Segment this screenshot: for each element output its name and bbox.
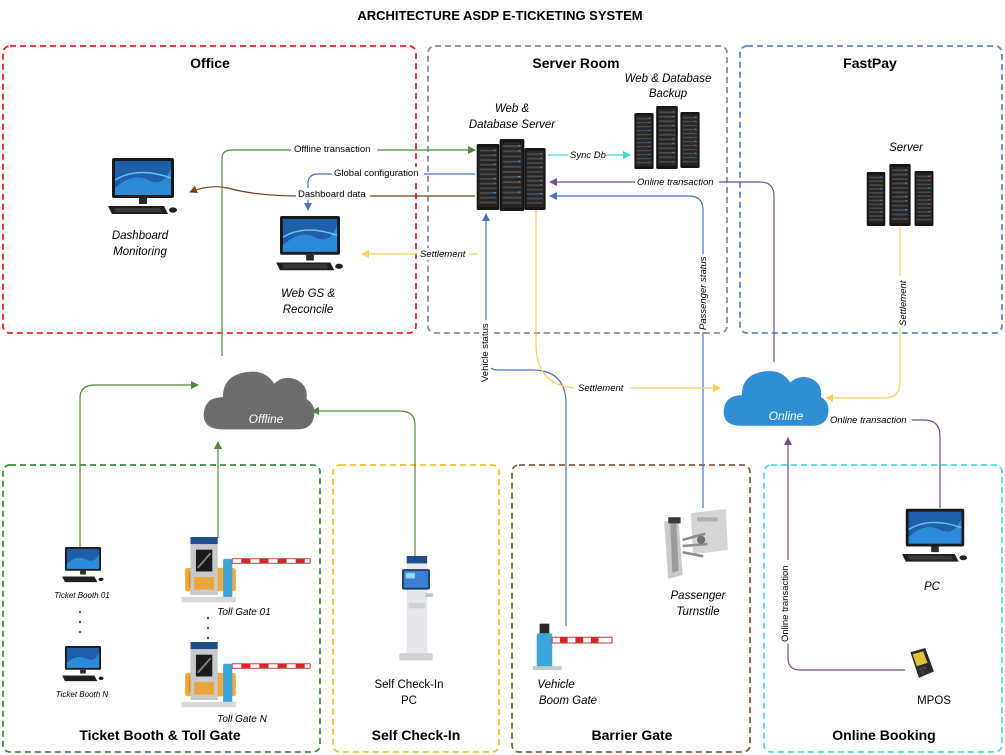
label-online-transaction-server: Online transaction: [637, 177, 714, 188]
diagram-title: ARCHITECTURE ASDP E-TICKETING SYSTEM: [357, 8, 642, 23]
dashboard-monitoring: Dashboard Monitoring: [108, 158, 178, 258]
edge-vehicle-status: [482, 213, 567, 626]
label-ticket-booth-n: Ticket Booth N: [56, 690, 109, 699]
zone-barrier-gate: Barrier Gate: [511, 464, 751, 753]
edge-offline-transaction: [221, 146, 476, 356]
vehicle-boom-gate: Vehicle Boom Gate: [532, 623, 613, 707]
edge-settlement-online: [532, 205, 721, 392]
label-self-checkin-1: Self Check-In: [374, 679, 443, 691]
label-web-db-backup-2: Backup: [649, 88, 688, 100]
label-boom-gate-2: Boom Gate: [539, 695, 597, 707]
kiosk-icon: [399, 556, 433, 661]
label-web-db-server-2: Database Server: [469, 119, 556, 131]
web-gs-reconcile: Web GS & Reconcile: [276, 216, 344, 316]
label-settlement-office: Settlement: [420, 249, 466, 260]
edge-dashboard-data: [189, 185, 475, 197]
edge-settlement-fastpay: [825, 219, 904, 402]
label-online-cloud: Online: [769, 409, 804, 423]
label-passenger-status: Passenger status: [698, 256, 709, 330]
label-turnstile-1: Passenger: [671, 590, 727, 602]
label-mpos: MPOS: [917, 695, 951, 707]
passenger-turnstile: Passenger Turnstile: [662, 508, 730, 618]
edge-online-transaction-server: [549, 178, 775, 362]
web-database-backup: Web & Database Backup: [625, 73, 712, 169]
label-turnstile-2: Turnstile: [676, 606, 719, 618]
label-self-checkin-2: PC: [401, 695, 417, 707]
label-boom-gate-1: Vehicle: [537, 679, 574, 691]
ticket-booth-dots: [78, 610, 82, 634]
zone-title-self-checkin: Self Check-In: [372, 727, 461, 743]
label-pc: PC: [924, 581, 941, 593]
zone-title-fastpay: FastPay: [843, 55, 897, 71]
toll-gate-n: Toll Gate N: [180, 642, 312, 725]
monitor-icon: [62, 646, 104, 682]
label-web-db-backup-1: Web & Database: [625, 73, 712, 85]
online-booking-pc: PC: [902, 508, 968, 593]
monitor-icon: [902, 508, 968, 563]
connectors: [79, 146, 941, 671]
self-checkin-pc: Self Check-In PC: [374, 556, 444, 707]
web-database-server: Web & Database Server: [469, 103, 556, 211]
ticket-booth-n: Ticket Booth N: [56, 646, 109, 699]
edge-global-configuration: [304, 173, 475, 211]
zone-fastpay: FastPay: [739, 45, 1003, 334]
zone-title-ticket-booth: Ticket Booth & Toll Gate: [79, 727, 240, 743]
zone-title-online-booking: Online Booking: [832, 727, 935, 743]
turnstile-icon: [662, 508, 730, 581]
label-dashboard-1: Dashboard: [112, 230, 169, 242]
label-settlement-fastpay: Settlement: [898, 280, 909, 326]
online-cloud: Online: [723, 371, 829, 426]
toll-gate-dots: [206, 616, 210, 640]
label-vehicle-status: Vehicle status: [480, 323, 491, 382]
zone-title-barrier-gate: Barrier Gate: [592, 727, 673, 743]
label-web-gs-1: Web GS &: [281, 288, 335, 300]
edge-selfcheckin-to-offline: [311, 407, 416, 562]
zone-title-server-room: Server Room: [532, 55, 619, 71]
label-ticket-booth-01: Ticket Booth 01: [54, 591, 110, 600]
label-dashboard-data: Dashboard data: [298, 189, 366, 200]
monitor-icon: [62, 547, 104, 583]
label-fastpay-server: Server: [889, 142, 924, 154]
offline-cloud: Offline: [203, 371, 315, 430]
label-toll-gate-n: Toll Gate N: [217, 714, 267, 725]
label-web-db-server-1: Web &: [495, 103, 530, 115]
boom-gate-icon: [532, 623, 613, 671]
mpos-icon: [910, 648, 934, 678]
zone-self-checkin: Self Check-In: [332, 464, 500, 753]
zone-title-office: Office: [190, 55, 230, 71]
label-offline-cloud: Offline: [249, 412, 284, 426]
label-dashboard-2: Monitoring: [113, 246, 167, 258]
label-global-configuration: Global configuration: [334, 168, 419, 179]
toll-gate-icon: [180, 537, 312, 604]
edge-labels: Offline transaction Global configuration…: [291, 143, 912, 644]
edge-online-transaction-mpos: [784, 437, 905, 671]
label-web-gs-2: Reconcile: [283, 304, 334, 316]
label-online-transaction-mpos: Online transaction: [780, 565, 791, 642]
edge-online-transaction-pc: [829, 416, 941, 508]
zone-online-booking: Online Booking: [763, 464, 1003, 753]
label-sync-db: Sync Db: [570, 150, 606, 161]
label-offline-transaction: Offline transaction: [294, 144, 370, 155]
zone-ticket-booth: Ticket Booth & Toll Gate: [2, 464, 321, 753]
monitor-icon: [108, 158, 178, 215]
label-settlement-online: Settlement: [578, 383, 624, 394]
edge-ticketbooth-to-offline: [79, 381, 199, 548]
toll-gate-01: Toll Gate 01: [180, 537, 312, 618]
monitor-icon: [276, 216, 344, 271]
toll-gate-icon: [180, 642, 312, 709]
label-online-transaction-pc: Online transaction: [830, 415, 907, 426]
edge-passenger-status: [549, 192, 704, 508]
mpos: MPOS: [910, 648, 951, 707]
ticket-booth-01: Ticket Booth 01: [54, 547, 110, 600]
zone-office: Office: [2, 45, 417, 334]
fastpay-server: Server: [866, 142, 934, 226]
label-toll-gate-01: Toll Gate 01: [217, 607, 271, 618]
